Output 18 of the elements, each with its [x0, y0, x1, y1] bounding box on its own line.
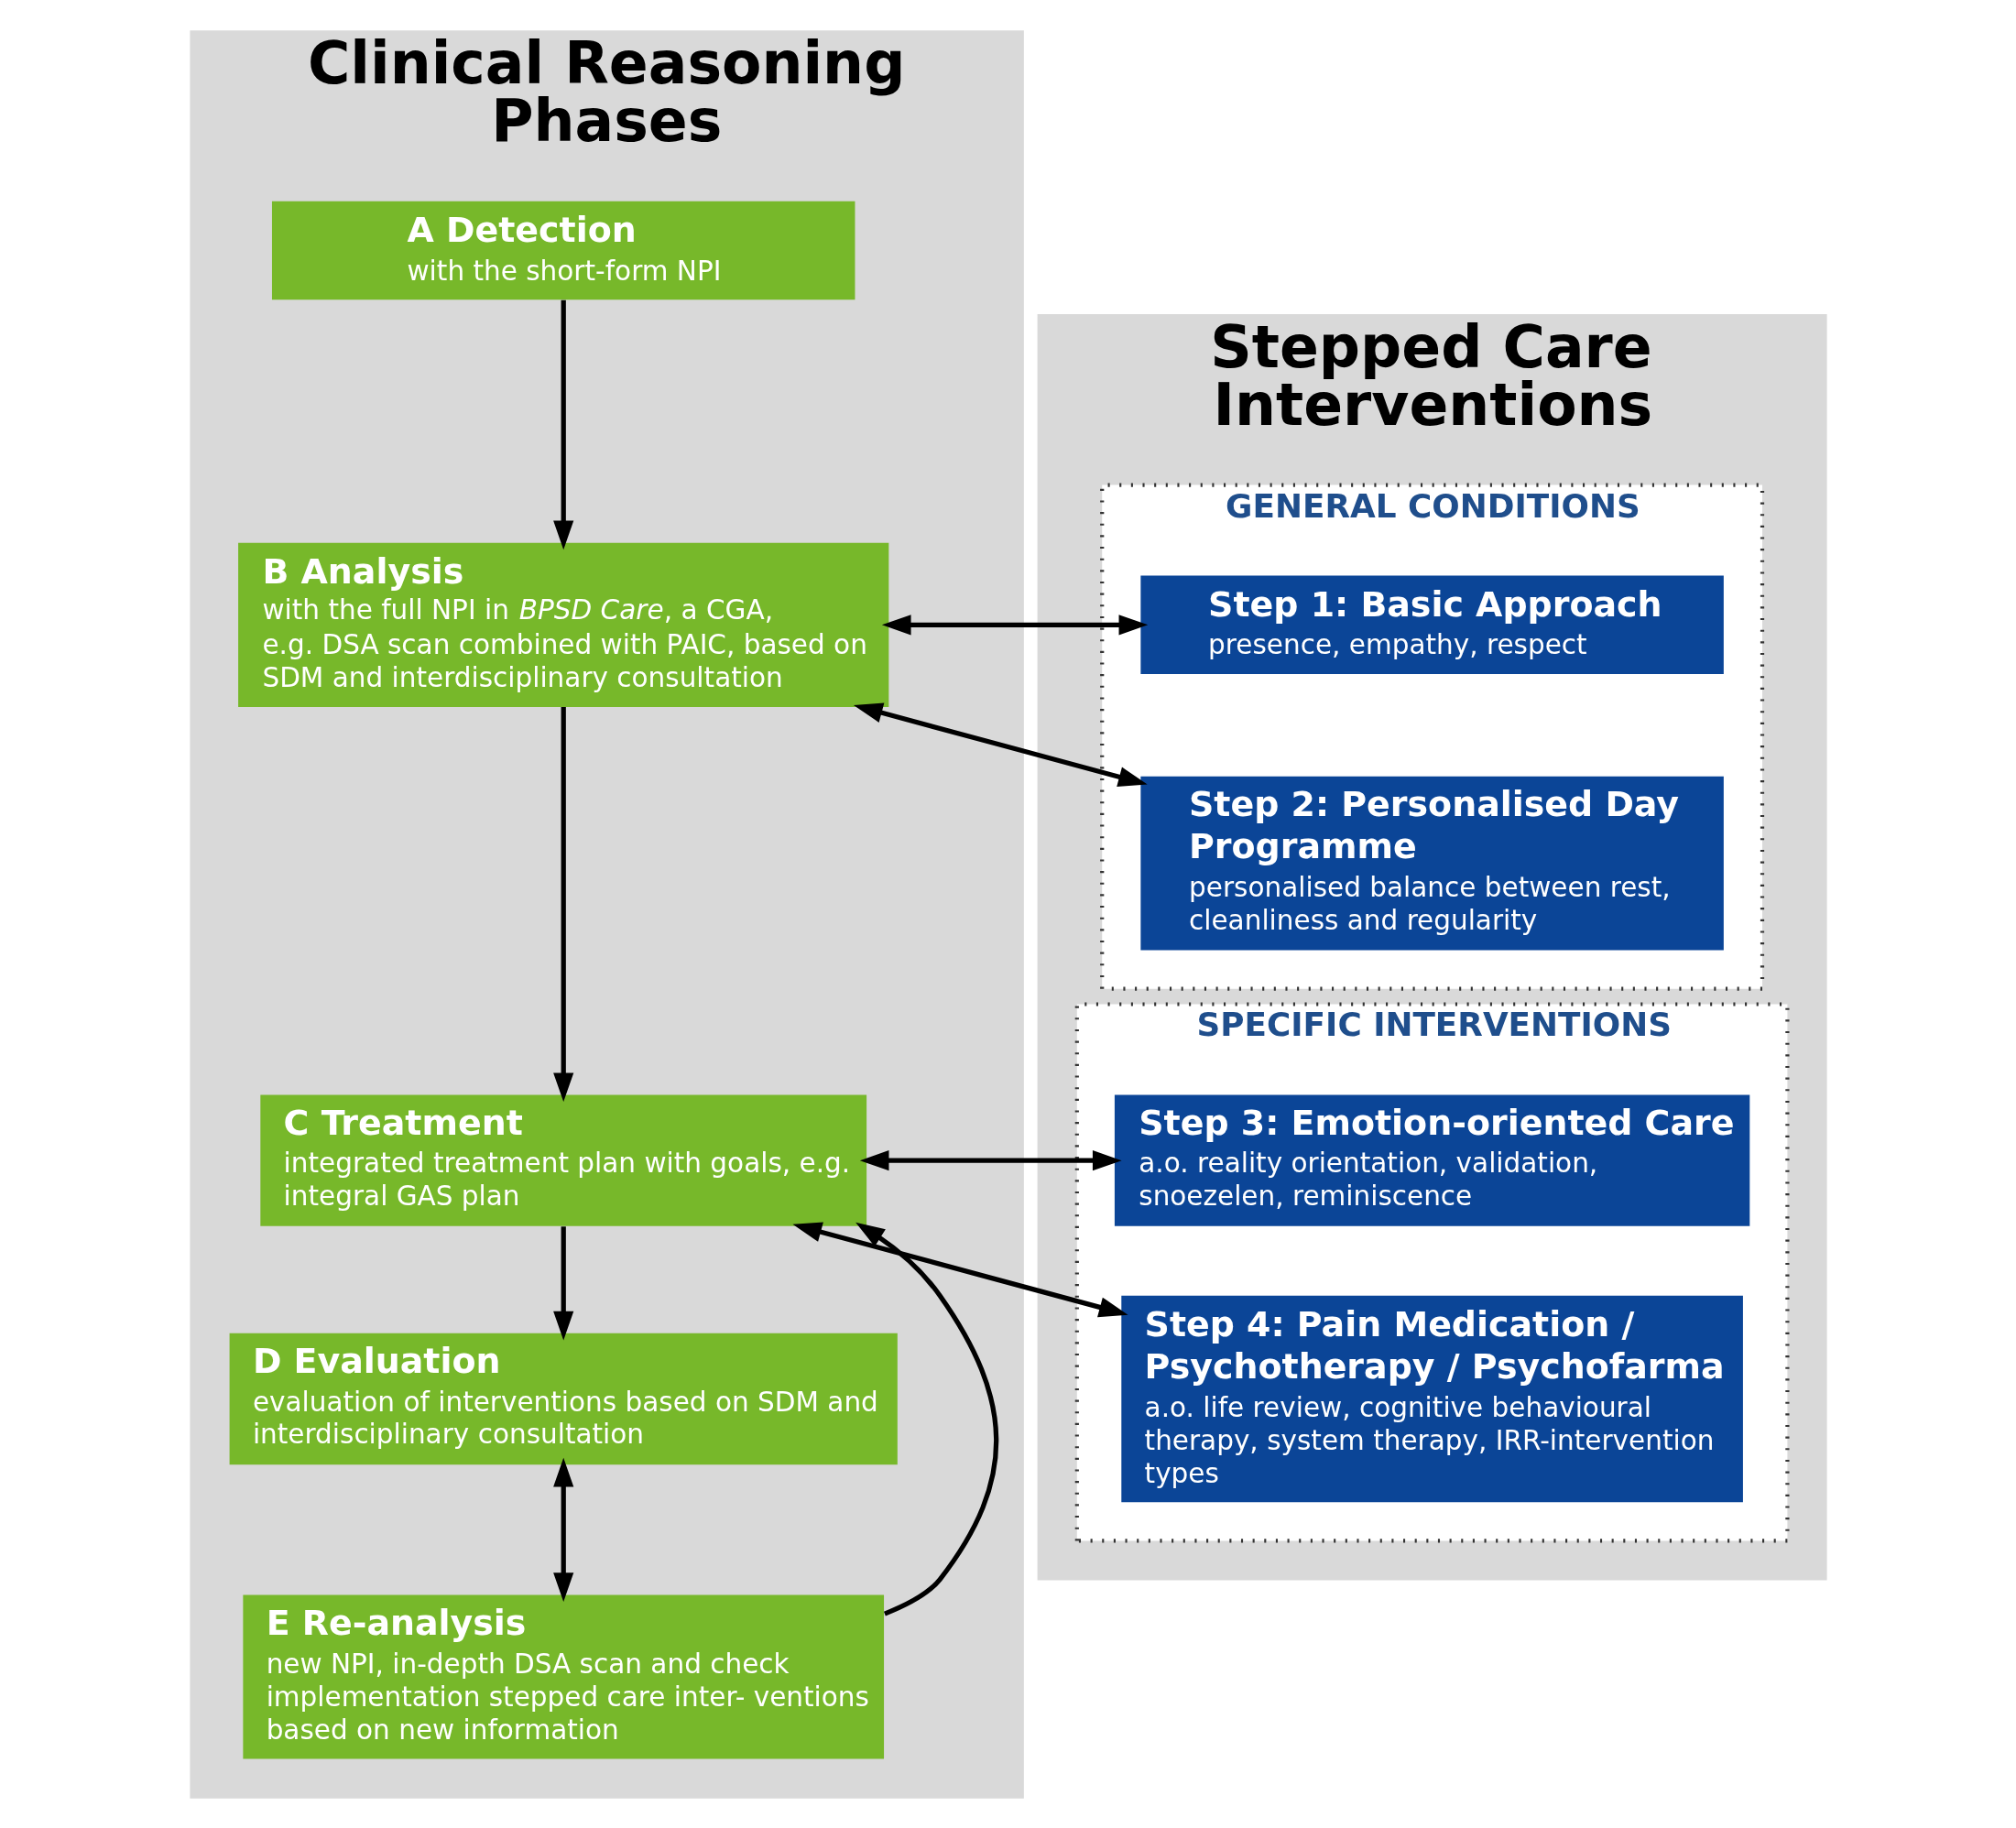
arrow — [853, 702, 1148, 787]
arrow — [552, 706, 573, 1102]
node-box: B Analysis with the full NPI in BPSD Care, a CGA, e.g. DSA scan combined with PAIC, based on SDM and interdisciplinary consultation — [237, 542, 888, 707]
arrow — [552, 1225, 573, 1340]
node-box: E Re-analysis new NPI, in-depth DSA scan and check implementation stepped care inter- ventions based on new information — [242, 1594, 884, 1759]
arrow — [855, 1222, 998, 1616]
node-box: C Treatment integrated treatment plan with goals, e.g. integral GAS plan — [259, 1094, 866, 1226]
node-box: Step 4: Pain Medication / Psychotherapy / Psychofarma a.o. life review, cognitive behavioural therapy, system therapy, IRR-intervention types — [1120, 1295, 1743, 1502]
node-box: Step 2: Personalised Day Programme personalised balance between rest, cleanliness and regularity — [1139, 776, 1724, 950]
node-box: A Detection with the short-form NPI — [271, 201, 855, 299]
arrow — [859, 1149, 1122, 1170]
node-box: D Evaluation evaluation of interventions based on SDM and interdisciplinary consultation — [229, 1333, 898, 1464]
arrow — [791, 1221, 1128, 1317]
arrow — [552, 299, 573, 549]
node-box: Step 1: Basic Approach presence, empathy, respect — [1139, 575, 1724, 674]
node-box: Step 3: Emotion-oriented Care a.o. reality orientation, validation, snoezelen, reminiscence — [1114, 1094, 1749, 1226]
arrow — [881, 614, 1148, 635]
arrow — [552, 1457, 573, 1602]
